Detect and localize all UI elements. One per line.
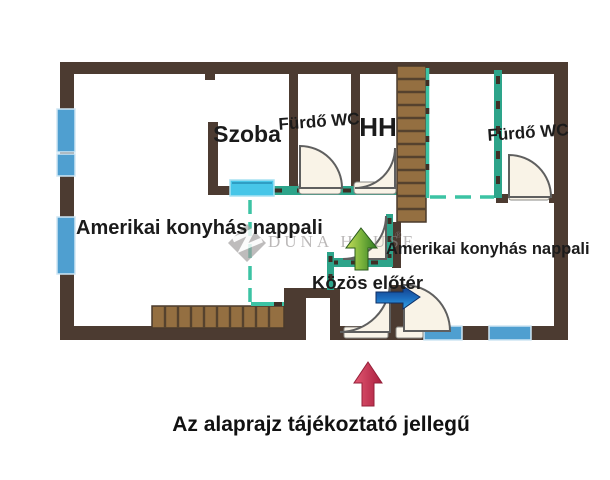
room-label-nappali-right: Amerikai konyhás nappali xyxy=(386,240,590,258)
duna-house-logo-icon xyxy=(228,224,266,262)
door-arc-furdo-mid xyxy=(299,144,344,189)
caption-text: Az alaprajz tájékoztató jellegű xyxy=(172,413,470,436)
window-left-2 xyxy=(56,153,76,177)
red-up-arrow-icon xyxy=(353,361,383,407)
room-label-szoba: Szoba xyxy=(213,121,281,147)
staircase-vertical xyxy=(396,65,430,223)
door-arc-furdo-right xyxy=(508,153,553,198)
interior-window-cyan xyxy=(229,179,275,197)
room-label-hh: HH xyxy=(359,112,397,142)
door-arcs xyxy=(299,144,553,333)
outer-walls xyxy=(60,62,568,340)
watermark: DUNA HOUSE ® xyxy=(228,224,417,262)
door-arc-entrance-left xyxy=(339,281,391,333)
watermark-registered: ® xyxy=(395,230,406,240)
room-label-nappali-left: Amerikai konyhás nappali xyxy=(76,217,323,239)
room-label-kozos-eloter: Közös előtér xyxy=(312,272,423,293)
windows xyxy=(56,108,532,341)
green-up-arrow-icon xyxy=(345,227,379,271)
door-arc-hh xyxy=(354,147,396,189)
window-left-3 xyxy=(56,216,76,275)
window-bottom-2 xyxy=(488,325,532,341)
window-left-1 xyxy=(56,108,76,153)
blue-right-arrow-icon xyxy=(375,285,421,310)
staircase-horizontal xyxy=(151,305,285,329)
watermark-text: DUNA HOUSE xyxy=(268,232,417,251)
